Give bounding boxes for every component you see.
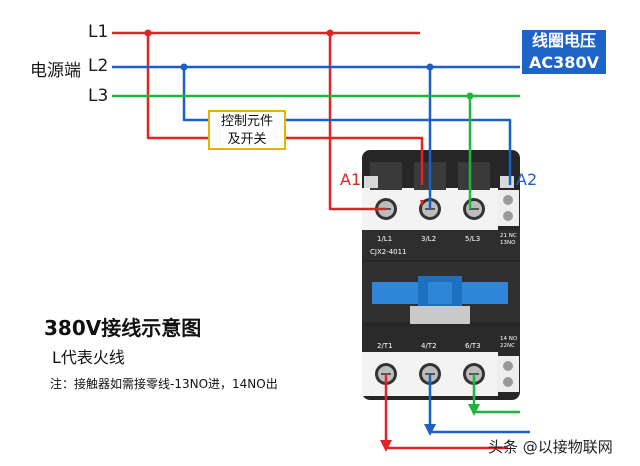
- wires: [112, 31, 530, 450]
- label-a1: A1: [340, 170, 362, 189]
- coil-terminal-a1: [364, 176, 378, 188]
- control-to-a2: [286, 118, 512, 185]
- l2-to-control: [182, 67, 208, 122]
- terminal-label-1L1: 1/L1: [377, 235, 392, 243]
- coil-terminal-a2: [500, 176, 514, 188]
- watermark: 头条 @以接物联网: [488, 438, 613, 456]
- control-element-box: 控制元件 及开关: [208, 110, 286, 150]
- label-source: 电源端: [30, 61, 81, 81]
- aux-label-22nc: 22NC: [500, 343, 515, 349]
- label-a2: A2: [516, 170, 538, 189]
- terminal-label-3L2: 3/L2: [421, 235, 436, 243]
- terminal-label-4T2: 4/T2: [421, 342, 437, 350]
- label-l2: L2: [88, 56, 109, 76]
- control-label-line2: 及开关: [227, 132, 267, 147]
- coil-voltage-value: AC380V: [522, 52, 606, 74]
- diagram-title: 380V接线示意图: [44, 316, 202, 340]
- aux-label-21nc: 21 NC: [500, 233, 517, 239]
- contactor: [362, 150, 520, 400]
- label-area: [362, 230, 520, 260]
- bottom-aux-block: [497, 356, 519, 392]
- terminal-label-2T1: 2/T1: [377, 342, 393, 350]
- terminal-label-5L3: 5/L3: [465, 235, 480, 243]
- top-aux-block: [497, 190, 519, 226]
- junctions: [144, 29, 474, 100]
- control-to-a1: [286, 136, 424, 185]
- device-text: 1/L1 3/L2 5/L3 21 NC 13NO CJX2-4011 2/T1…: [370, 233, 518, 350]
- coil-voltage-label: 线圈电压: [522, 30, 606, 52]
- arrowheads: [380, 200, 480, 452]
- label-l3: L3: [88, 86, 109, 106]
- diagram-subtitle: L代表火线: [52, 348, 125, 367]
- control-label-line1: 控制元件: [220, 114, 273, 129]
- l1-to-control: [146, 33, 208, 140]
- label-l1: L1: [88, 22, 109, 42]
- l1-to-1L1: [328, 33, 386, 211]
- aux-label-13no: 13NO: [500, 240, 516, 246]
- aux-label-14no: 14 NO: [500, 336, 518, 342]
- terminal-label-6T3: 6/T3: [465, 342, 481, 350]
- model-label: CJX2-4011: [370, 248, 407, 256]
- diagram-note: 注：接触器如需接零线-13NO进，14NO出: [50, 377, 278, 391]
